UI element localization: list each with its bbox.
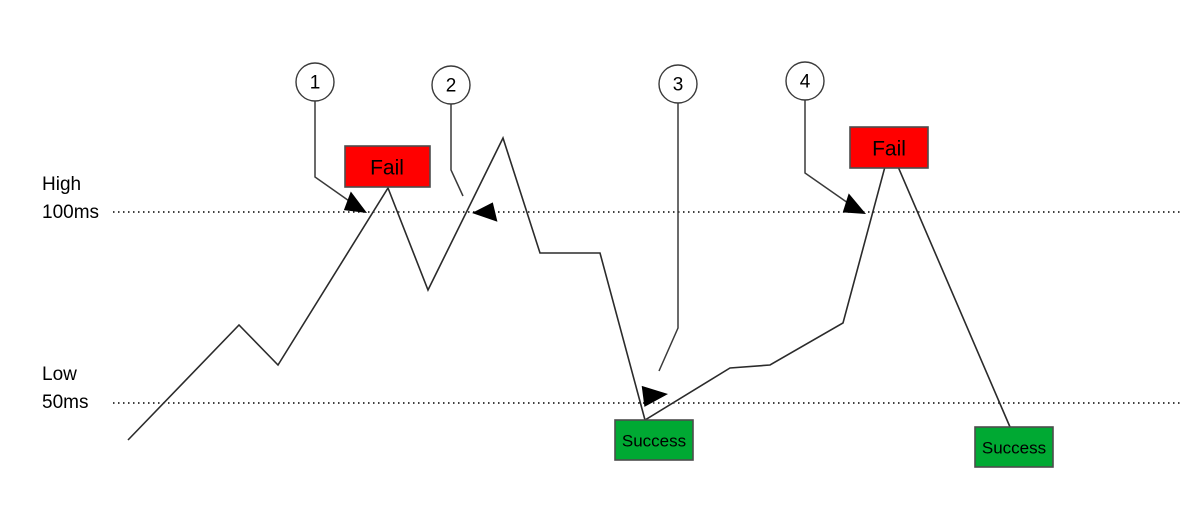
callout-3-stem xyxy=(658,103,679,372)
threshold-label-low-name: Low xyxy=(42,364,77,385)
callout-1-number: 1 xyxy=(310,73,321,94)
callout-2[interactable]: 2 xyxy=(431,65,499,222)
status-box-fail-2[interactable]: Fail xyxy=(849,126,929,169)
callout-4[interactable]: 4 xyxy=(785,61,870,224)
callout-2-number: 2 xyxy=(446,76,457,97)
threshold-label-high-name: High xyxy=(42,174,81,195)
success-2-label: Success xyxy=(982,439,1046,458)
fail-2-label: Fail xyxy=(872,138,906,161)
callout-4-number: 4 xyxy=(800,72,811,93)
threshold-label-low-value: 50ms xyxy=(42,392,88,413)
fail-1-rect xyxy=(344,145,431,188)
status-box-success-2[interactable]: Success xyxy=(974,426,1054,468)
success-2-rect xyxy=(974,426,1054,468)
success-1-rect xyxy=(614,419,694,461)
threshold-label-high-value: 100ms xyxy=(42,202,99,223)
callout-1-stem xyxy=(314,101,353,204)
callout-4-circle[interactable] xyxy=(785,61,825,101)
callout-1-circle[interactable] xyxy=(295,62,335,102)
status-box-fail-1[interactable]: Fail xyxy=(344,145,431,188)
latency-series-line xyxy=(127,135,1011,441)
callout-3-number: 3 xyxy=(673,75,684,96)
fail-1-label: Fail xyxy=(370,157,404,180)
callout-1[interactable]: 1 xyxy=(295,62,371,222)
callout-2-stem xyxy=(450,104,464,197)
callout-1-arrowhead xyxy=(343,191,367,213)
threshold-lines xyxy=(113,211,1180,404)
callout-4-arrowhead xyxy=(842,193,866,214)
callout-3[interactable]: 3 xyxy=(641,64,698,407)
callout-4-stem xyxy=(804,100,849,204)
callout-3-circle[interactable] xyxy=(658,64,698,104)
status-box-success-1[interactable]: Success xyxy=(614,419,694,461)
fail-2-rect xyxy=(849,126,929,169)
success-1-label: Success xyxy=(622,432,686,451)
callout-3-arrowhead xyxy=(641,385,668,407)
callout-2-circle[interactable] xyxy=(431,65,471,105)
callout-2-arrowhead xyxy=(472,202,498,222)
threshold-labels: High 100ms Low 50ms xyxy=(42,174,99,413)
